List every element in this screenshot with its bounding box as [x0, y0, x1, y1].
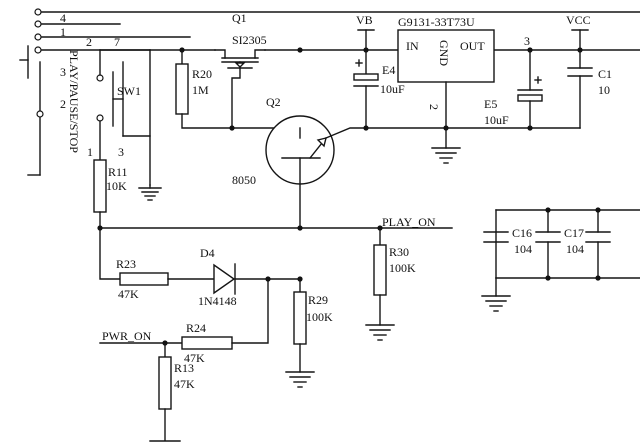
switch-pin-2-label: 2 [86, 35, 92, 49]
connector-pin-1-label: 1 [60, 25, 66, 39]
q1-label: Q1 [232, 11, 247, 25]
junction-c17-top [595, 207, 601, 213]
r20-label: R20 [192, 67, 212, 81]
q1-mosfet [214, 49, 266, 129]
e5-capacitor [517, 49, 543, 129]
vb-marker [357, 29, 375, 51]
q1-part-label: SI2305 [232, 33, 267, 47]
play-pause-stop-label: PLAY/PAUSE/STOP [67, 50, 81, 153]
switch-pin-7-label: 7 [114, 35, 120, 49]
c1-label: C1 [598, 67, 612, 81]
connector-pin-2-label: 2 [60, 97, 66, 111]
ground-symbol-ic [431, 147, 461, 164]
junction-c17-bottom [595, 275, 601, 281]
r23-label: R23 [116, 257, 136, 271]
ground-symbol-sw1 [138, 184, 162, 201]
c17-label: C17 [564, 226, 584, 240]
ground-symbol-r30 [365, 324, 395, 341]
r24-resistor [99, 278, 269, 350]
r20-value-label: 1M [192, 83, 209, 97]
junction-c16-bottom [545, 275, 551, 281]
c16-value-label: 104 [514, 242, 532, 256]
r29-resistor [293, 278, 307, 373]
e4-capacitor [353, 49, 379, 129]
connector-pins [34, 8, 44, 118]
c1-capacitor [567, 49, 593, 129]
sw1-pin-3-label: 3 [118, 145, 124, 159]
r29-value-label: 100K [306, 310, 333, 324]
e5-value-label: 10uF [484, 113, 509, 127]
connector-pin-4-label: 4 [60, 11, 66, 25]
r23-value-label: 47K [118, 287, 139, 301]
junction-e4 [363, 125, 369, 131]
junction-c16-top [545, 207, 551, 213]
sw1-label: SW1 [117, 84, 141, 98]
sw1-switch [96, 49, 151, 186]
q2-part-label: 8050 [232, 173, 256, 187]
r29-label: R29 [308, 293, 328, 307]
r11-label: R11 [108, 165, 128, 179]
ic-out-label: OUT [460, 39, 485, 53]
ic-pin-3-label: 3 [524, 34, 530, 48]
r11-resistor [93, 159, 107, 229]
play-on-label: PLAY_ON [382, 215, 436, 229]
ground-symbol-c16 [481, 295, 511, 312]
ground-symbol-r29 [285, 371, 315, 388]
r11-value-label: 10K [106, 179, 127, 193]
r24-value-label: 47K [184, 351, 205, 365]
r30-value-label: 100K [389, 261, 416, 275]
e5-label: E5 [484, 97, 497, 111]
vcc-marker [571, 29, 589, 51]
c1-value-label: 10 [598, 83, 610, 97]
ic-pin-2-label: 2 [427, 104, 441, 110]
c16-c17-capacitor-bank [483, 209, 640, 297]
sw1-pin-1-label: 1 [87, 145, 93, 159]
d4-diode [213, 263, 301, 295]
d4-part-label: 1N4148 [198, 294, 237, 308]
junction-q1-source [297, 47, 303, 53]
q2-transistor [265, 115, 367, 229]
q2-label: Q2 [266, 95, 281, 109]
junction-q1-gate [229, 125, 235, 131]
ic-gnd-label: GND [437, 40, 451, 66]
r30-label: R30 [389, 245, 409, 259]
d4-label: D4 [200, 246, 215, 260]
r13-resistor [149, 342, 181, 442]
connector-wires [19, 11, 640, 176]
r13-label: R13 [174, 361, 194, 375]
r24-label: R24 [186, 321, 206, 335]
vcc-label: VCC [566, 13, 591, 27]
connector-pin-3-label: 3 [60, 65, 66, 79]
r20-resistor [175, 49, 301, 129]
ic-part-label: G9131-33T73U [398, 15, 475, 29]
c16-label: C16 [512, 226, 532, 240]
r30-resistor [373, 227, 387, 326]
r13-value-label: 47K [174, 377, 195, 391]
c17-value-label: 104 [566, 242, 584, 256]
ic-in-label: IN [406, 39, 419, 53]
e4-value-label: 10uF [380, 82, 405, 96]
vb-label: VB [356, 13, 373, 27]
pwr-on-label: PWR_ON [102, 329, 152, 343]
regulator-ic [397, 29, 495, 149]
r23-resistor [99, 227, 215, 286]
e4-label: E4 [382, 63, 395, 77]
